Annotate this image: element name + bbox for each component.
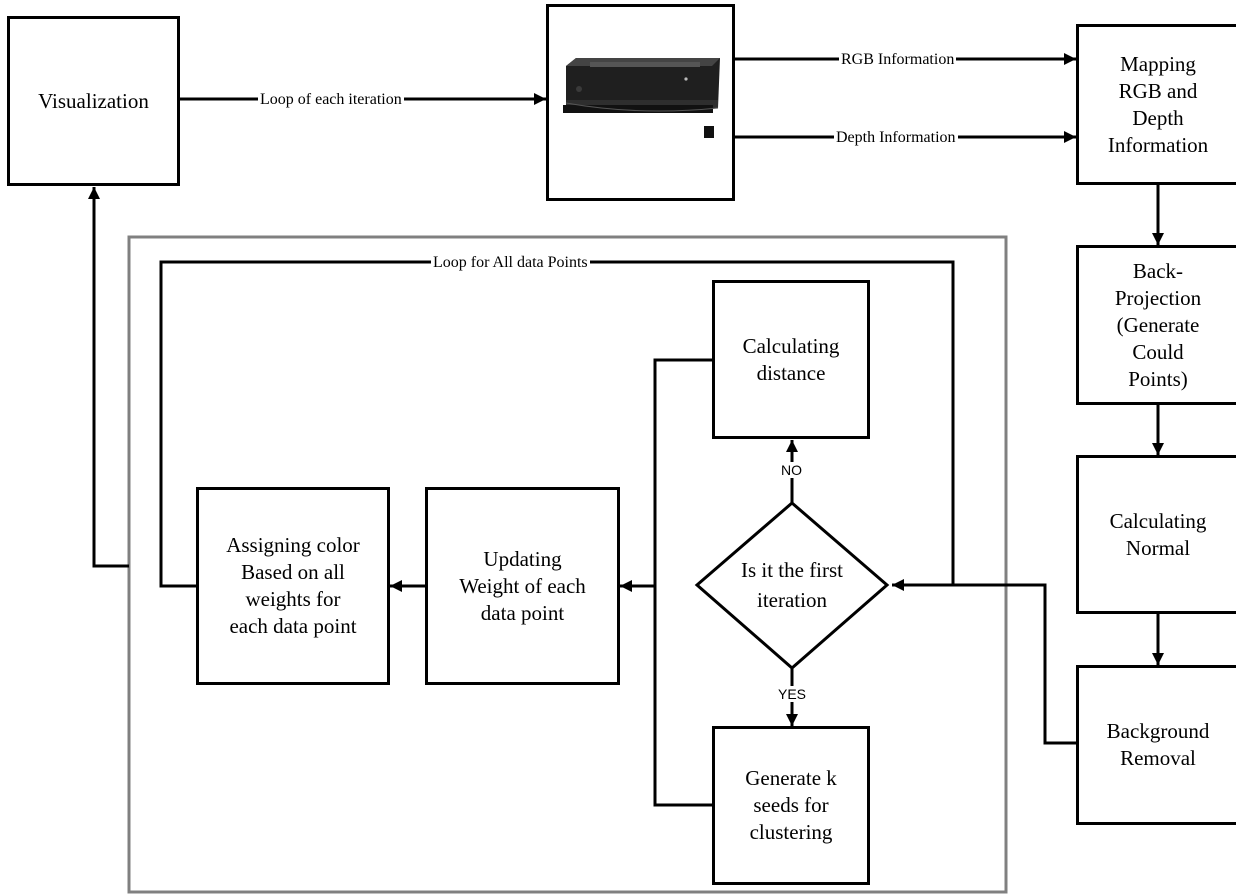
background-removal-box: Background Removal [1076, 665, 1236, 825]
edge-background-to-decision [892, 579, 1076, 745]
label-loop-data-points: Loop for All data Points [431, 254, 590, 272]
back-projection-box: Back- Projection (Generate Could Points) [1076, 245, 1236, 405]
assigning-color-box: Assigning color Based on all weights for… [196, 487, 390, 685]
label-depth-information: Depth Information [834, 129, 958, 147]
edge-frame-to-visualization [88, 187, 129, 568]
updating-weight-box: Updating Weight of each data point [425, 487, 620, 685]
label-rgb-information: RGB Information [839, 51, 957, 69]
label-loop-iteration: Loop of each iteration [258, 91, 404, 109]
decision-text: Is it the first iteration [740, 558, 844, 612]
sensor-camera-icon [563, 58, 720, 138]
calculating-distance-box: Calculating distance [712, 280, 870, 439]
generate-seeds-box: Generate k seeds for clustering [712, 726, 870, 885]
calculating-normal-box: Calculating Normal [1076, 455, 1236, 614]
decision-diamond [694, 501, 890, 670]
sensor-box [546, 4, 735, 201]
mapping-box: Mapping RGB and Depth Information [1076, 24, 1236, 185]
visualization-box: Visualization [7, 16, 180, 186]
label-yes: YES [777, 686, 808, 702]
label-no: NO [780, 462, 803, 478]
edge-distance-merge [653, 358, 712, 807]
